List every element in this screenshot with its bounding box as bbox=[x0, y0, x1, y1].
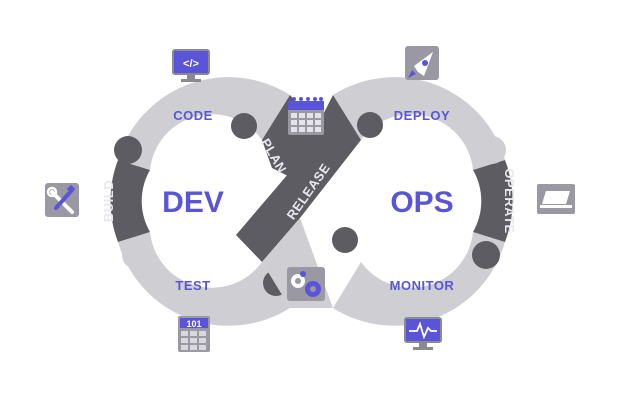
right-loop bbox=[332, 77, 513, 326]
gears-icon bbox=[287, 267, 325, 301]
dev-label: DEV bbox=[162, 186, 224, 219]
segment-deploy bbox=[333, 77, 505, 170]
puzzle-knob bbox=[231, 113, 257, 139]
code-icon-glyph: </> bbox=[183, 58, 199, 70]
wrench-screwdriver-icon bbox=[45, 183, 79, 217]
rocket-icon bbox=[405, 46, 439, 80]
segment-monitor bbox=[333, 232, 505, 326]
stage-label-monitor: MONITOR bbox=[390, 278, 455, 293]
calendar-icon bbox=[288, 97, 324, 135]
code-monitor-icon: </> bbox=[172, 49, 210, 82]
calculator-icon: 101 bbox=[178, 316, 210, 352]
heartbeat-monitor-icon bbox=[404, 317, 442, 350]
stage-label-deploy: DEPLOY bbox=[394, 108, 450, 123]
laptop-icon bbox=[537, 184, 575, 214]
left-loop bbox=[110, 77, 290, 326]
puzzle-knob bbox=[332, 227, 358, 253]
segment-build bbox=[110, 160, 150, 242]
ops-label: OPS bbox=[390, 186, 453, 219]
puzzle-knob bbox=[472, 241, 500, 269]
puzzle-knob bbox=[478, 136, 506, 164]
segment-operate bbox=[473, 160, 513, 242]
segment-release bbox=[236, 95, 361, 262]
puzzle-knob bbox=[114, 136, 142, 164]
segment-test bbox=[118, 232, 290, 326]
puzzle-knob bbox=[122, 241, 150, 269]
stage-label-test: TEST bbox=[175, 278, 210, 293]
stage-label-build: BUILD bbox=[101, 180, 116, 222]
segment-code bbox=[118, 77, 290, 170]
test-icon-glyph: 101 bbox=[186, 319, 201, 329]
stage-label-code: CODE bbox=[173, 108, 213, 123]
stage-label-operate: OPERATE bbox=[502, 168, 517, 233]
puzzle-knob bbox=[357, 112, 383, 138]
